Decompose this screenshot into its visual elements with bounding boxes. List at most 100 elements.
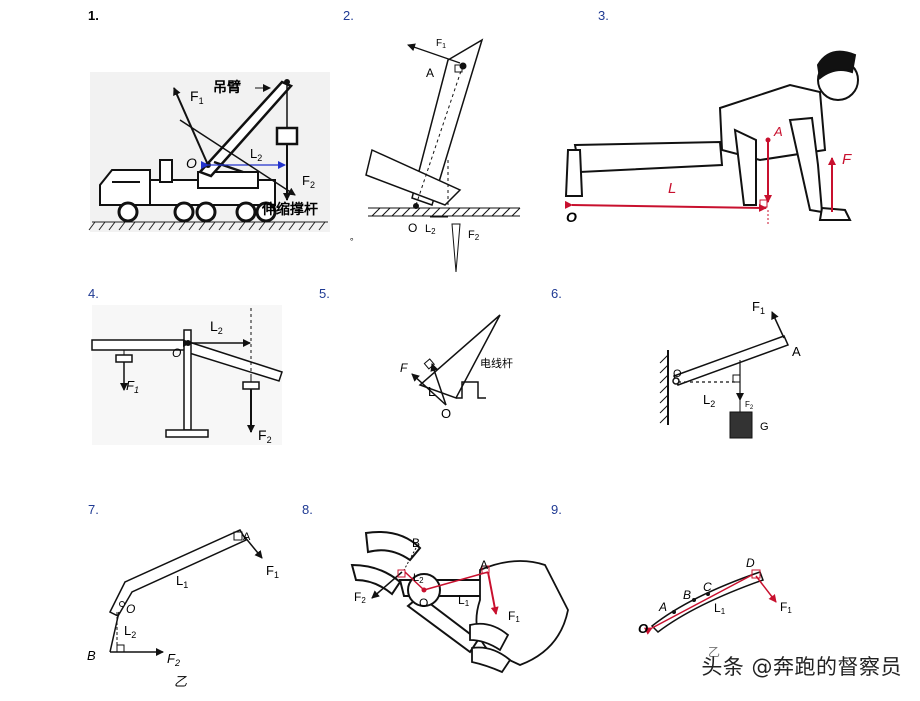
f2-label: F2 — [167, 651, 180, 668]
point-o — [413, 203, 419, 209]
g-label: G — [760, 421, 769, 433]
crane-pulley — [284, 79, 290, 85]
l2-label: L2 — [425, 223, 436, 236]
b-label: B — [412, 536, 420, 550]
f1-label: F1 — [126, 378, 139, 395]
problem-number-6: 6. — [551, 286, 562, 301]
diagram-6-wallbar: F1 A O L2 F2 G — [659, 299, 801, 439]
f2-label: F2 — [302, 173, 315, 190]
o-label: O — [638, 621, 648, 636]
f-arrow — [411, 373, 447, 406]
bar — [672, 335, 790, 386]
right-angle-a — [233, 531, 243, 541]
l-label: L — [668, 180, 676, 197]
f-label: F — [842, 151, 852, 168]
l1-label: L1 — [458, 593, 470, 608]
pivot-o — [119, 601, 125, 607]
lever-body — [650, 571, 764, 633]
o-label: O — [126, 602, 135, 616]
right-angle-mark — [423, 358, 435, 370]
diagram-8-pliers: B L2 A F2 O L1 F1 — [350, 531, 569, 674]
crane-ground-hatch — [88, 221, 328, 231]
f1-label: F1 — [436, 38, 446, 50]
f2-label: F2 — [258, 427, 272, 445]
l2-label: L2 — [124, 623, 136, 640]
point-a — [459, 62, 467, 70]
f2-label: F2 — [468, 229, 480, 242]
right-weight — [242, 381, 260, 390]
diagram-5-pole: F L O 电线杆 — [400, 314, 513, 421]
boom-label: 吊臂 — [213, 79, 241, 95]
point-a — [672, 610, 676, 614]
right-angle-b — [116, 644, 125, 653]
l-label: L — [428, 384, 435, 399]
f1-label: F1 — [508, 609, 520, 624]
diagram-2-lever: F1 A O L2 F2 。 — [350, 38, 521, 273]
floor-hatch — [371, 207, 521, 217]
weight-g — [729, 411, 753, 439]
problem-number-8: 8. — [302, 502, 313, 517]
diagram-3-pushup: A L F O — [564, 50, 859, 225]
diagram-9-incline: D C B A L1 O F1 乙 — [638, 556, 792, 659]
pivot-o — [672, 377, 680, 385]
problem-number-4: 4. — [88, 286, 99, 301]
diagram-4-balance: L2 O F1 F2 — [91, 305, 283, 445]
a-label: A — [658, 600, 667, 614]
f1-label: F1 — [190, 88, 204, 106]
f2-arrow — [371, 571, 403, 599]
lever-head — [365, 148, 462, 206]
f1-arrow — [243, 535, 263, 559]
f1-label: F1 — [752, 299, 765, 316]
d-label: D — [746, 556, 755, 570]
a-label: A — [773, 124, 783, 139]
caption: 乙 — [174, 674, 187, 689]
f1-arrow — [407, 43, 461, 64]
right-angle-mark — [759, 199, 768, 208]
l2-label: L2 — [703, 392, 715, 409]
f1-arrow — [755, 575, 777, 603]
dot-mark: 。 — [350, 232, 359, 242]
l1-label: L1 — [714, 601, 726, 616]
l-arm — [564, 200, 767, 212]
l2-line — [404, 571, 425, 591]
a-label: A — [426, 66, 434, 80]
o-label: O — [408, 221, 417, 235]
b-label: B — [683, 588, 691, 602]
truck-body — [99, 159, 276, 206]
right-angle-d — [751, 569, 761, 579]
point-c — [706, 592, 710, 596]
pole-body — [418, 314, 501, 399]
diagram-7-bentlever: A F1 L1 O L2 B F2 乙 — [87, 529, 279, 689]
l-arrow — [430, 363, 447, 406]
left-weight — [115, 354, 133, 363]
f1-label: F1 — [780, 600, 792, 615]
c-label: C — [703, 580, 712, 594]
o-label: O — [566, 209, 577, 225]
f1-arrow — [487, 571, 499, 615]
a-label: A — [792, 344, 801, 359]
diagram-1-crane: F1 吊臂 O L2 F2 伸缩撑杆 — [88, 72, 330, 232]
l2-label: L2 — [250, 146, 262, 163]
crane-load — [275, 126, 299, 146]
f-label: F — [400, 361, 408, 375]
f1-arrow — [771, 311, 785, 339]
b-label: B — [87, 648, 96, 663]
f1-label: F1 — [266, 563, 279, 580]
pole-hole — [456, 381, 486, 399]
problem-number-7: 7. — [88, 502, 99, 517]
problem-number-9: 9. — [551, 502, 562, 517]
o-label: O — [441, 406, 451, 421]
pivot-o — [421, 587, 427, 593]
a-label: A — [480, 558, 488, 572]
right-angle-a — [481, 565, 490, 574]
f2-arrow — [451, 223, 461, 273]
problem-number-5: 5. — [319, 286, 330, 301]
stand-base — [165, 429, 209, 438]
l1-line — [423, 571, 489, 591]
f2-label: F2 — [745, 400, 754, 411]
problem-number-3: 3. — [598, 8, 609, 23]
l2-label: L2 — [413, 572, 424, 585]
l1-label: L1 — [176, 573, 188, 590]
f2-label: F2 — [354, 590, 366, 605]
